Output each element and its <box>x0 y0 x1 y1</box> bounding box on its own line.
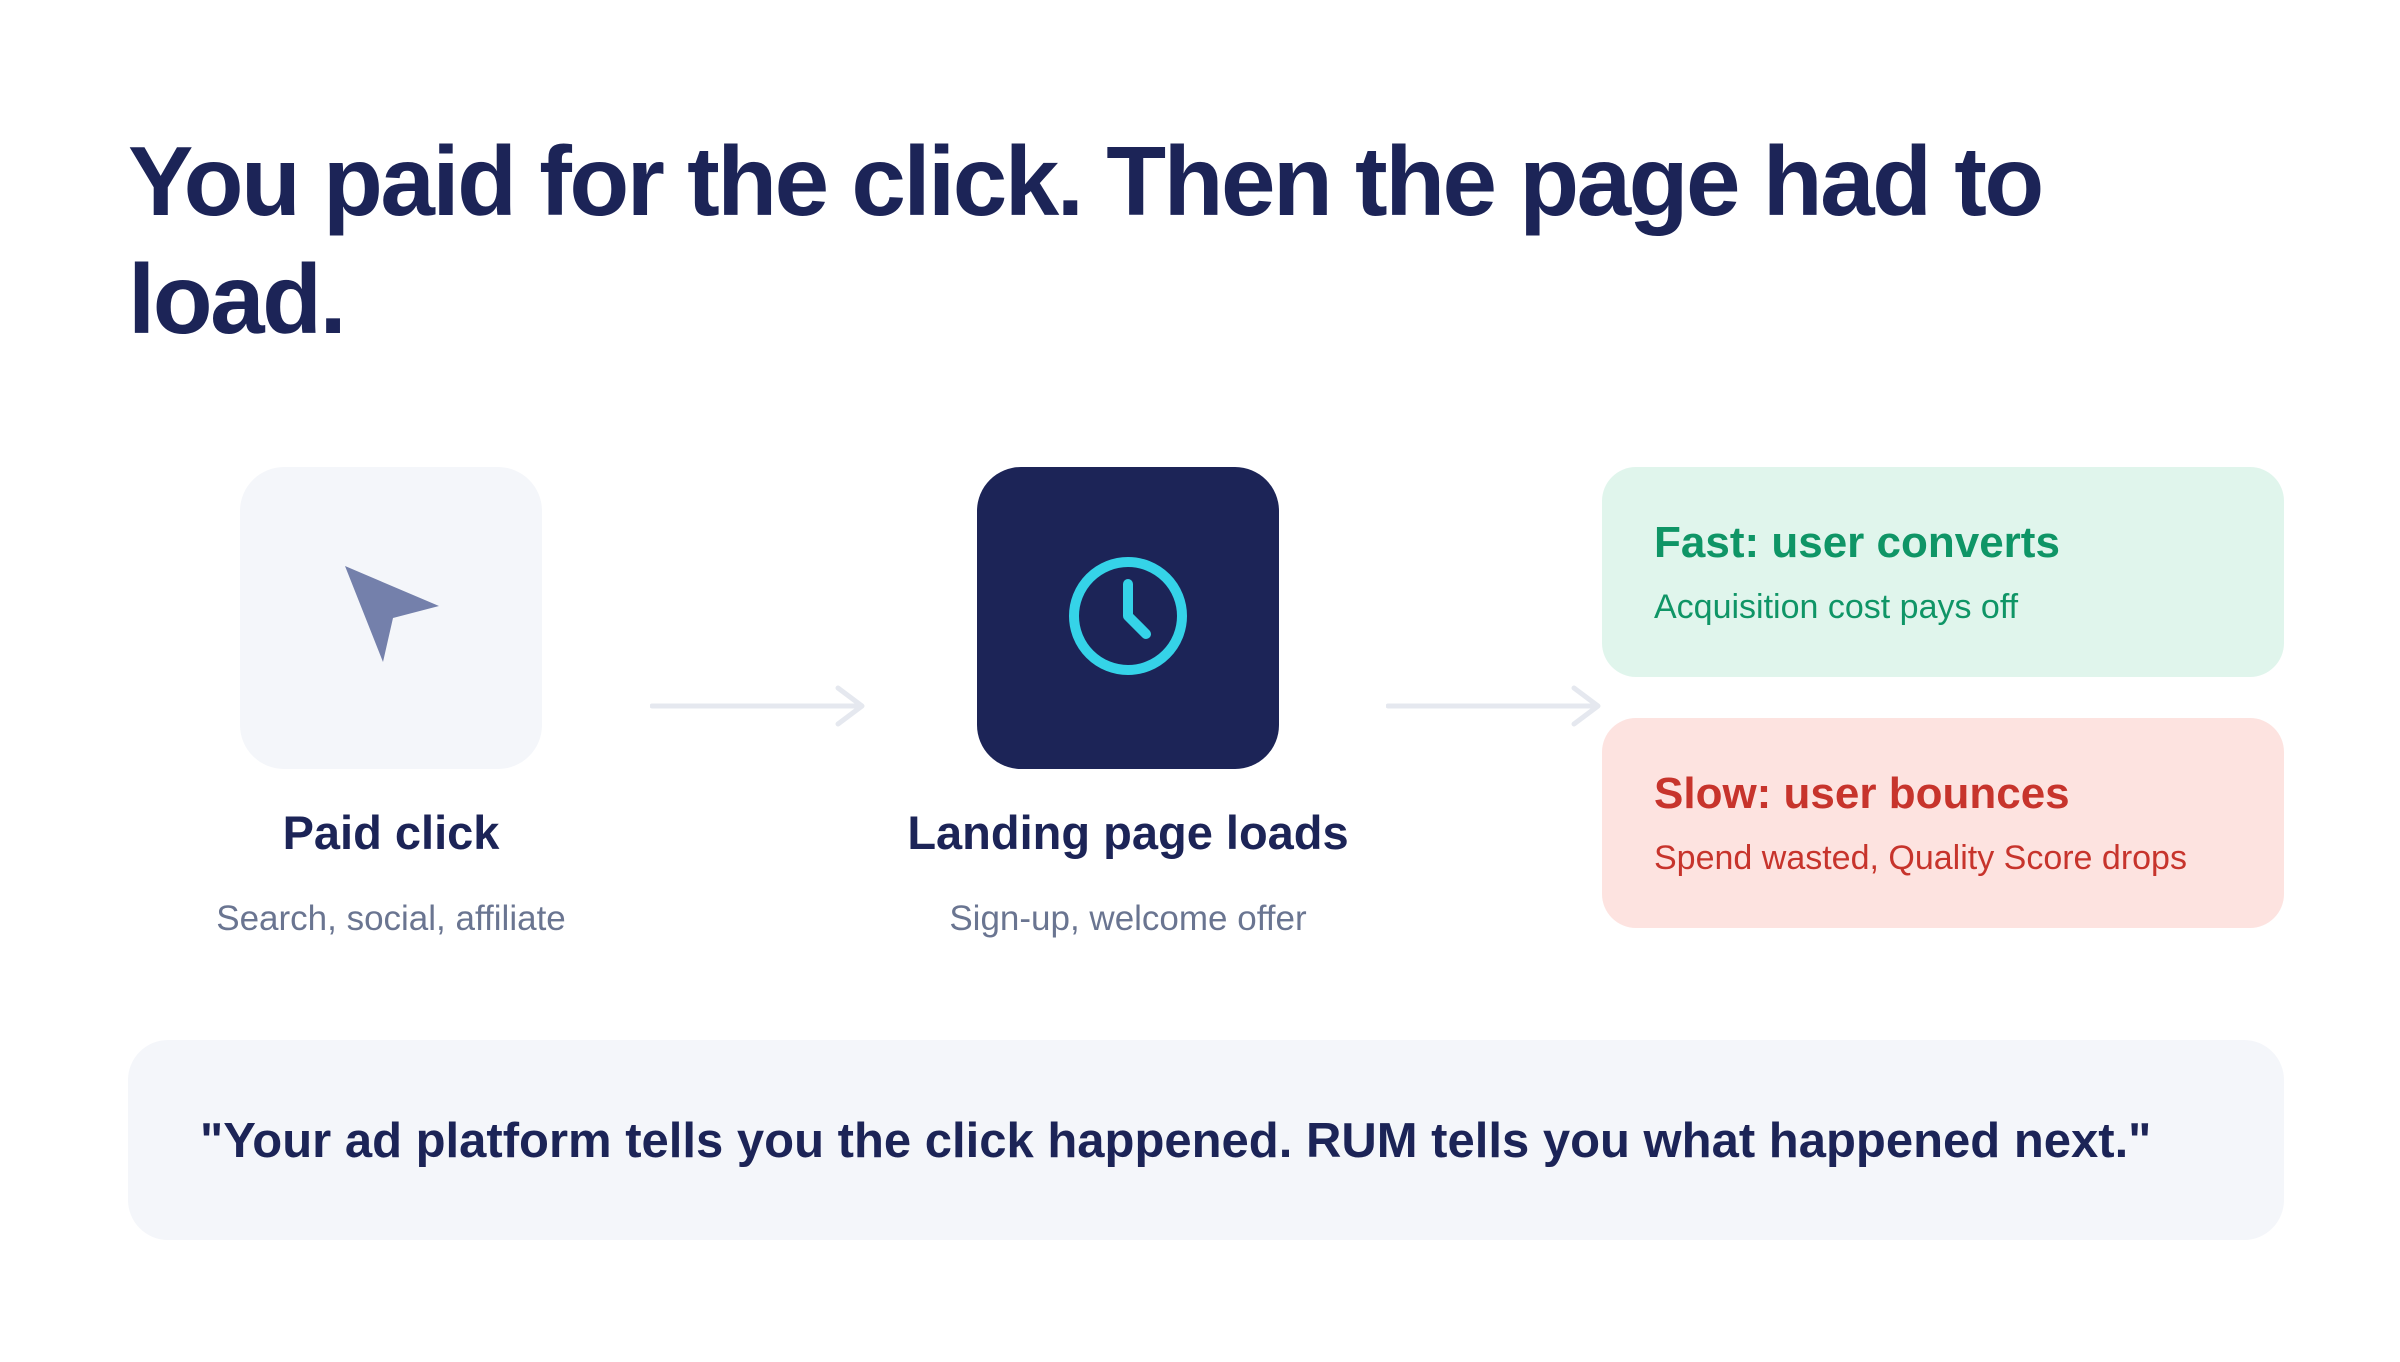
step-title-landing-page: Landing page loads <box>907 806 1349 859</box>
step-title-paid-click: Paid click <box>282 806 500 859</box>
cursor-arrow-icon <box>341 565 441 671</box>
headline: You paid for the click. Then the page ha… <box>128 126 2044 354</box>
outcome-fast-subtitle: Acquisition cost pays off <box>1654 588 2019 626</box>
step-subtitle-landing-page: Sign-up, welcome offer <box>949 899 1307 938</box>
step-subtitle-paid-click: Search, social, affiliate <box>216 899 566 938</box>
outcome-fast-title: Fast: user converts <box>1654 518 2060 567</box>
paid-click-tile <box>240 467 542 769</box>
outcome-fast-card: Fast: user converts Acquisition cost pay… <box>1602 467 2284 677</box>
flow-arrow <box>649 684 870 733</box>
clock-icon <box>1066 554 1190 683</box>
outcome-slow-card: Slow: user bounces Spend wasted, Quality… <box>1602 718 2284 928</box>
landing-page-tile <box>977 467 1279 769</box>
quote-box: "Your ad platform tells you the click ha… <box>128 1040 2284 1240</box>
outcome-slow-subtitle: Spend wasted, Quality Score drops <box>1654 839 2187 877</box>
outcome-slow-title: Slow: user bounces <box>1654 769 2070 818</box>
quote-text: "Your ad platform tells you the click ha… <box>200 1114 2152 1168</box>
flow-arrow <box>1385 684 1606 733</box>
